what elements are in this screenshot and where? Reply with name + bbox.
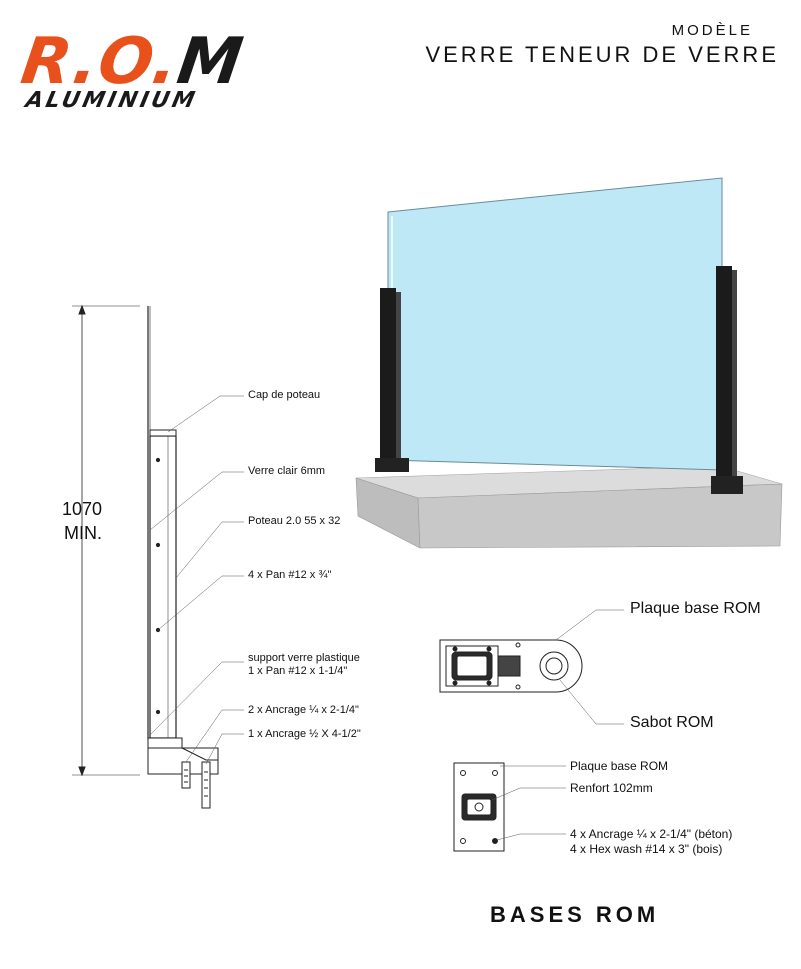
- bases-title: BASES ROM: [490, 902, 660, 927]
- label-verre-clair: Verre clair 6mm: [248, 465, 326, 477]
- label-poteau: Poteau 2.0 55 x 32: [248, 515, 341, 527]
- model-title: VERRE TENEUR DE VERRE: [425, 42, 779, 67]
- label-renfort: Renfort 102mm: [570, 781, 653, 795]
- dimension-value: 1070: [62, 499, 103, 519]
- label-sabot-rom: Sabot ROM: [630, 714, 714, 731]
- base-plate-top-view: [439, 609, 624, 725]
- glass-render: [355, 177, 783, 549]
- label-plaque-base-top: Plaque base ROM: [630, 600, 761, 617]
- label-hex-wash: 4 x Hex wash #14 x 3" (bois): [570, 842, 723, 856]
- label-ancrage-quarter: 2 x Ancrage ¼ x 2-1/4": [248, 704, 359, 716]
- label-pan-12-long: 1 x Pan #12 x 1-1/4": [248, 665, 348, 677]
- dimension-unit: MIN.: [64, 523, 102, 543]
- label-pan-12: 4 x Pan #12 x ¾": [248, 569, 332, 581]
- label-ancrage-beton: 4 x Ancrage ¼ x 2-1/4" (béton): [570, 827, 733, 841]
- base-plate-square-view: [453, 762, 566, 852]
- model-label: MODÈLE: [671, 22, 753, 39]
- side-elevation: [72, 304, 244, 809]
- label-plaque-base-square: Plaque base ROM: [570, 759, 669, 773]
- label-support-verre: support verre plastique: [248, 652, 360, 664]
- label-ancrage-half: 1 x Ancrage ½ X 4-1/2": [248, 728, 361, 740]
- label-cap-de-poteau: Cap de poteau: [248, 389, 321, 401]
